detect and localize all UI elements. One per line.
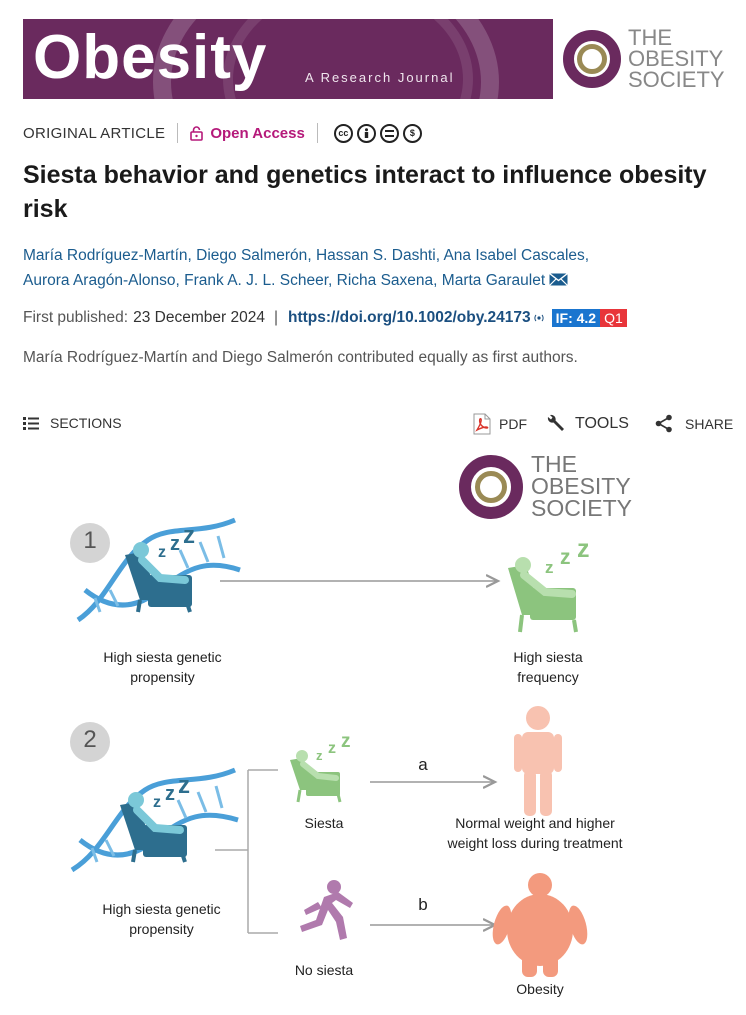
society-ring-icon bbox=[563, 30, 621, 89]
panel-1-number: 1 bbox=[83, 527, 97, 554]
panel-2-number: 2 bbox=[83, 726, 97, 753]
sections-button[interactable]: SECTIONS bbox=[23, 415, 122, 431]
first-published-date: 23 December 2024 bbox=[133, 309, 265, 326]
society-logo[interactable]: THE OBESITY SOCIETY bbox=[563, 25, 725, 92]
envelope-icon[interactable] bbox=[549, 272, 569, 286]
article-title: Siesta behavior and genetics interact to… bbox=[23, 161, 707, 223]
svg-text:z: z bbox=[316, 748, 323, 763]
share-icon bbox=[655, 414, 672, 433]
panel-2-left-label: High siesta genetic propensity bbox=[102, 901, 221, 937]
svg-text:z: z bbox=[153, 794, 161, 811]
divider bbox=[316, 123, 318, 143]
sections-label: SECTIONS bbox=[50, 415, 122, 431]
open-access-label: Open Access bbox=[210, 124, 305, 142]
quartile-badge: Q1 bbox=[600, 309, 627, 327]
figure-society-name: THE OBESITY SOCIETY bbox=[531, 451, 632, 521]
divider: | bbox=[273, 309, 278, 326]
running-person-icon bbox=[300, 880, 353, 940]
outcome-a-label: Normal weight and higher weight loss dur… bbox=[447, 815, 623, 851]
siesta-label: Siesta bbox=[304, 815, 344, 831]
no-siesta-label: No siesta bbox=[294, 962, 354, 978]
tools-button[interactable]: TOOLS bbox=[545, 413, 629, 434]
pdf-icon bbox=[473, 413, 491, 435]
siesta-chair-icon: z z z bbox=[290, 731, 351, 803]
society-name: THE OBESITY SOCIETY bbox=[628, 25, 725, 92]
open-access-badge[interactable]: Open Access bbox=[190, 125, 305, 142]
doi-link[interactable]: https://doi.org/10.1002/oby.24173 bbox=[287, 309, 531, 326]
publication-info: First published: 23 December 2024 | http… bbox=[23, 309, 627, 327]
obese-person-icon bbox=[492, 873, 588, 977]
svg-text:z: z bbox=[178, 772, 190, 799]
author-link[interactable]: Ana Isabel Cascales bbox=[443, 247, 585, 264]
panel-1-right-label: High siesta frequency bbox=[513, 649, 583, 685]
journal-banner[interactable]: Obesity A Research Journal bbox=[23, 19, 553, 99]
share-button[interactable]: SHARE bbox=[655, 414, 733, 433]
article-type: ORIGINAL ARTICLE bbox=[23, 124, 166, 142]
author-list: María Rodríguez-Martín, Diego Salmerón, … bbox=[23, 247, 590, 289]
divider bbox=[177, 123, 179, 143]
author-contribution-note: María Rodríguez-Martín and Diego Salmeró… bbox=[23, 349, 578, 366]
by-icon bbox=[356, 123, 376, 143]
figure-society-logo: THE OBESITY SOCIETY bbox=[459, 451, 632, 521]
figure-illustration: z z z z z z bbox=[70, 517, 590, 977]
article-meta-row: ORIGINAL ARTICLE Open Access cc $ bbox=[23, 123, 422, 143]
author-link[interactable]: María Rodríguez-Martín bbox=[23, 247, 188, 264]
pdf-label: PDF bbox=[499, 416, 527, 432]
svg-text:z: z bbox=[328, 740, 336, 757]
svg-text:z: z bbox=[170, 533, 180, 555]
journal-name: Obesity bbox=[33, 23, 268, 92]
graphical-abstract[interactable]: THE OBESITY SOCIETY z z z bbox=[0, 440, 746, 1015]
panel-1-number-icon bbox=[70, 523, 110, 563]
svg-text:z: z bbox=[545, 558, 554, 577]
panel-2-number-icon bbox=[70, 722, 110, 762]
pdf-button[interactable]: PDF bbox=[473, 413, 527, 435]
nd-icon bbox=[379, 123, 399, 143]
normal-weight-person-icon bbox=[514, 706, 562, 816]
outcome-b-label: Obesity bbox=[516, 981, 564, 997]
first-published-label: First published: bbox=[23, 309, 129, 326]
banner-swoosh-inner bbox=[223, 19, 473, 99]
panel-1-left-label: High siesta genetic propensity bbox=[103, 649, 222, 685]
author-link[interactable]: Hassan S. Dashti bbox=[315, 247, 436, 264]
lock-open-icon bbox=[190, 125, 204, 141]
cc-icon: cc bbox=[333, 123, 353, 143]
arrow-a-label: a bbox=[418, 755, 428, 774]
impact-factor-badge: IF: 4.2 bbox=[551, 309, 601, 327]
author-link[interactable]: Marta Garaulet bbox=[441, 272, 546, 289]
author-link[interactable]: Frank A. J. L. Scheer bbox=[184, 272, 329, 289]
svg-text:z: z bbox=[183, 522, 195, 549]
license-icons[interactable]: cc $ bbox=[333, 123, 422, 143]
share-label: SHARE bbox=[685, 415, 734, 432]
svg-text:z: z bbox=[165, 783, 175, 805]
author-link[interactable]: Diego Salmerón bbox=[196, 247, 308, 264]
svg-text:z: z bbox=[341, 731, 351, 752]
altmetric-icon[interactable] bbox=[532, 313, 546, 323]
nc-icon: $ bbox=[402, 123, 422, 143]
wrench-icon bbox=[547, 414, 564, 431]
svg-text:z: z bbox=[560, 546, 571, 569]
author-link[interactable]: Richa Saxena bbox=[336, 272, 434, 289]
green-chair-sleeper-icon: z z z bbox=[508, 535, 590, 633]
journal-subtitle: A Research Journal bbox=[305, 70, 455, 85]
arrow-b-label: b bbox=[418, 895, 428, 914]
tools-label: TOOLS bbox=[575, 414, 629, 432]
branch-connector bbox=[215, 769, 278, 934]
dark-chair-sleeper-icon-2: z z z bbox=[120, 772, 190, 863]
svg-text:z: z bbox=[577, 535, 590, 563]
list-icon bbox=[23, 416, 39, 430]
svg-text:z: z bbox=[158, 544, 166, 561]
author-link[interactable]: Aurora Aragón-Alonso bbox=[23, 272, 176, 289]
dark-chair-sleeper-icon: z z z bbox=[125, 522, 195, 613]
